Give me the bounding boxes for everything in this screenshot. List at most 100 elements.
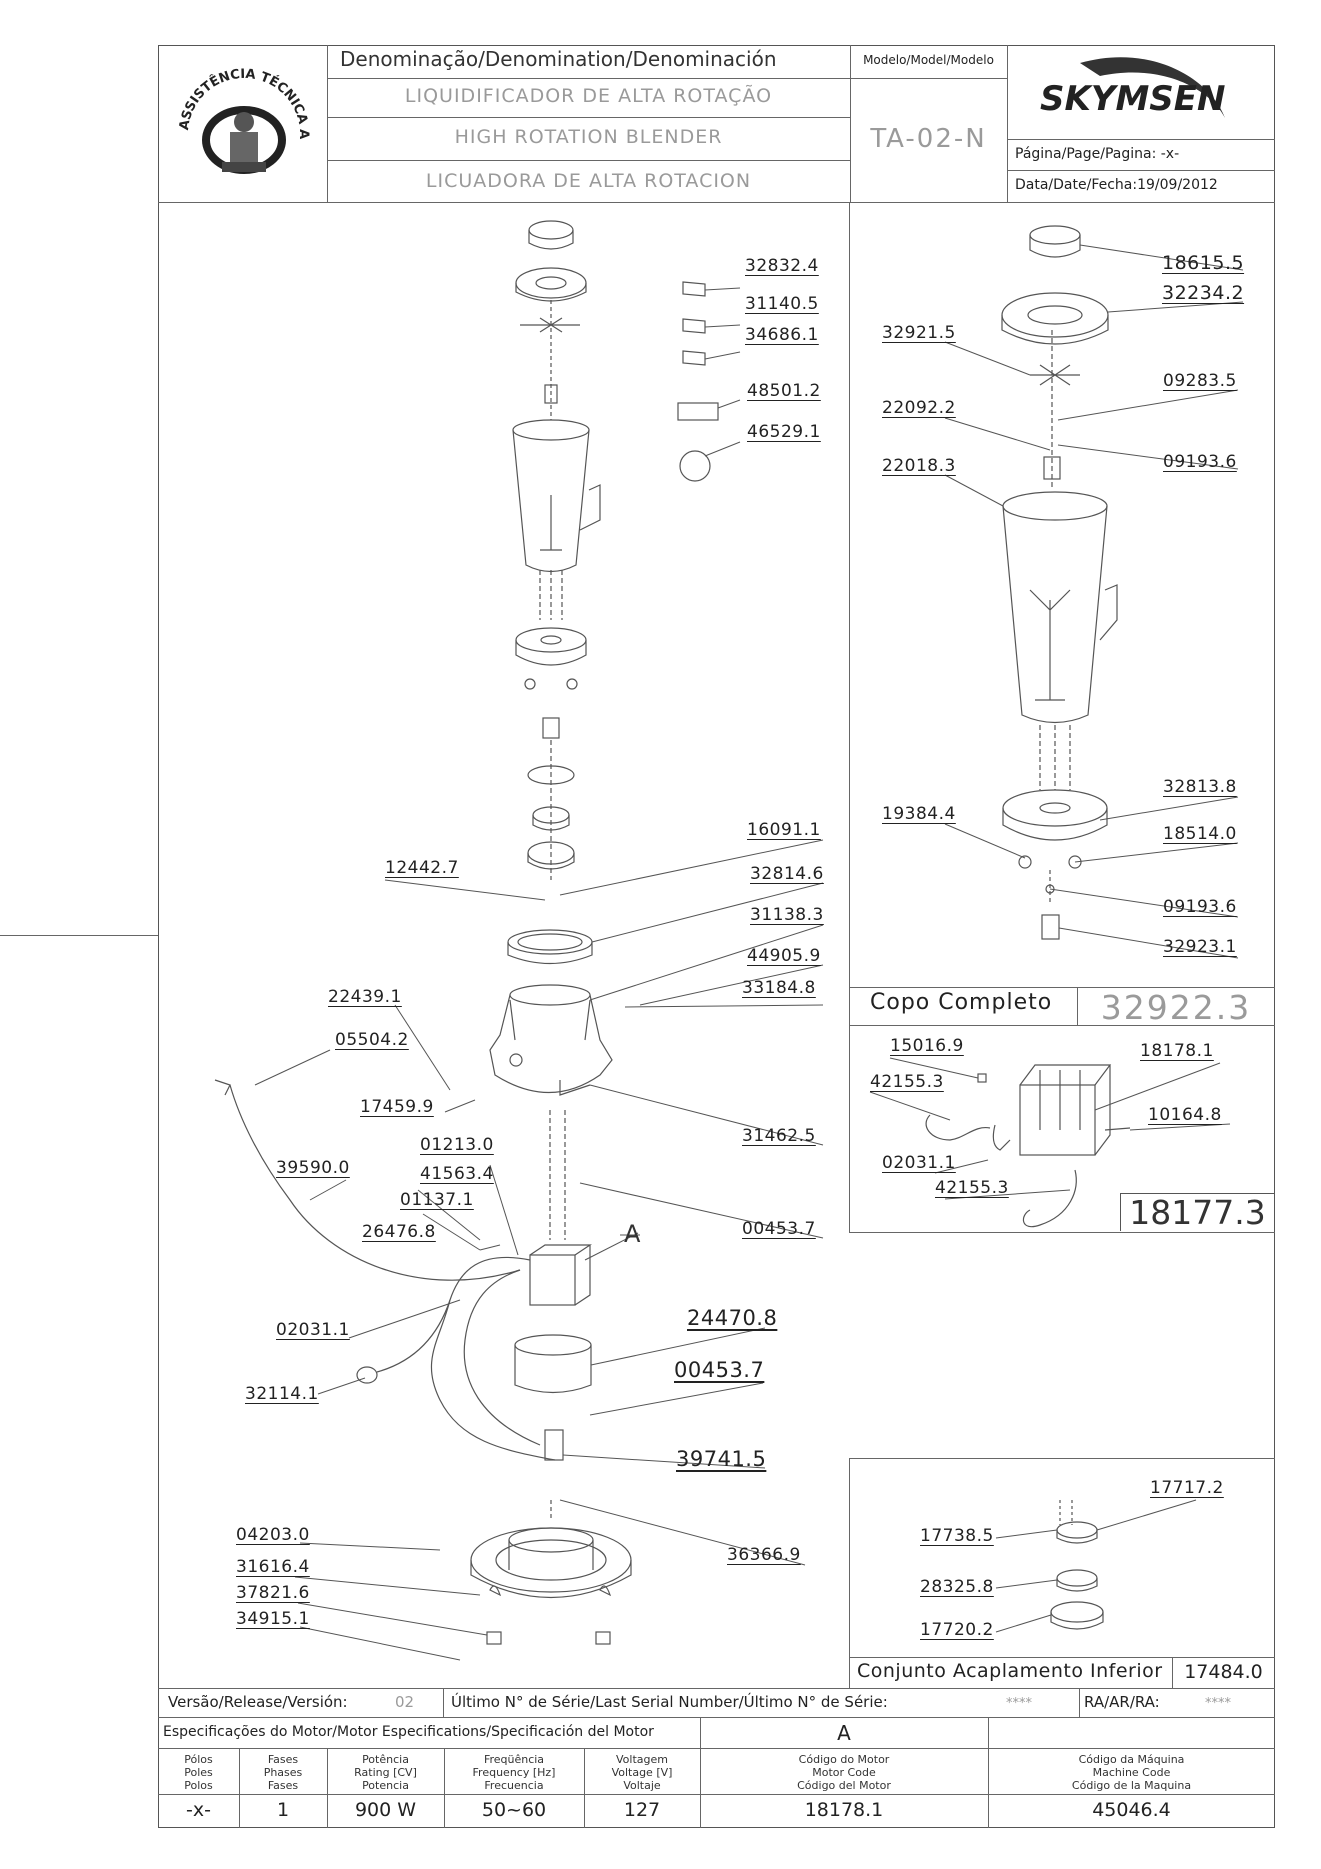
ra-value: **** bbox=[1205, 1696, 1231, 1711]
product-name-es: LICUADORA DE ALTA ROTACION bbox=[425, 170, 752, 192]
part-label: 28325.8 bbox=[920, 1577, 994, 1597]
version-label: Versão/Release/Versión: bbox=[168, 1693, 348, 1711]
model-title: Modelo/Model/Modelo bbox=[863, 53, 994, 67]
housing-top bbox=[489, 929, 613, 1096]
part-label: 10164.8 bbox=[1148, 1105, 1222, 1125]
part-label: 22092.2 bbox=[882, 398, 956, 418]
part-label: 17717.2 bbox=[1150, 1478, 1224, 1498]
part-label: 34915.1 bbox=[236, 1609, 310, 1629]
motor-sleeve bbox=[514, 1334, 592, 1394]
part-label: 31138.3 bbox=[750, 905, 824, 925]
motor-assembly-code: 18177.3 bbox=[1129, 1193, 1266, 1232]
part-label: 32814.6 bbox=[750, 864, 824, 884]
motor-assembly-code-box bbox=[1120, 1193, 1275, 1231]
spec-value-power: 900 W bbox=[354, 1799, 417, 1821]
svg-text:SKYMSEN: SKYMSEN bbox=[1040, 79, 1225, 119]
product-name-en: HIGH ROTATION BLENDER bbox=[454, 126, 723, 148]
part-label: 17738.5 bbox=[920, 1526, 994, 1546]
spec-value-voltage: 127 bbox=[623, 1799, 661, 1821]
part-label: 00453.7 bbox=[674, 1358, 765, 1382]
page-field: Página/Page/Pagina: -x- bbox=[1015, 146, 1180, 162]
part-label: 32114.1 bbox=[245, 1384, 319, 1404]
serial-label: Último N° de Série/Last Serial Number/Úl… bbox=[451, 1693, 888, 1711]
date-field: Data/Date/Fecha:19/09/2012 bbox=[1015, 177, 1218, 193]
brand-logo: SKYMSEN bbox=[1010, 48, 1272, 136]
stickers bbox=[677, 281, 719, 482]
spec-value-motor-code: 18178.1 bbox=[804, 1799, 884, 1821]
part-label: 00453.7 bbox=[742, 1219, 816, 1239]
base-main bbox=[470, 1500, 632, 1645]
blade bbox=[520, 300, 580, 420]
part-label: 18615.5 bbox=[1162, 252, 1245, 274]
part-label: 09193.6 bbox=[1163, 897, 1237, 917]
spec-value-frequency: 50~60 bbox=[481, 1799, 547, 1821]
part-label: 32813.8 bbox=[1163, 777, 1237, 797]
motor-main bbox=[529, 1110, 592, 1306]
cup-assembly-title: Copo Completo bbox=[870, 990, 1053, 1015]
version-value: 02 bbox=[395, 1693, 415, 1711]
part-label: 33184.8 bbox=[742, 978, 816, 998]
part-label: 16091.1 bbox=[747, 820, 821, 840]
part-label: 09193.6 bbox=[1163, 452, 1237, 472]
switch-main bbox=[544, 1429, 564, 1461]
part-label: 12442.7 bbox=[385, 858, 459, 878]
part-label: 31462.5 bbox=[742, 1126, 816, 1146]
part-label: 26476.8 bbox=[362, 1222, 436, 1242]
part-label: 01213.0 bbox=[420, 1135, 494, 1155]
part-label: 36366.9 bbox=[727, 1545, 801, 1565]
ra-label: RA/AR/RA: bbox=[1084, 1693, 1160, 1711]
part-label: 32923.1 bbox=[1163, 937, 1237, 957]
lid-cap bbox=[515, 220, 587, 302]
coupling-main bbox=[527, 765, 575, 870]
part-label: 17720.2 bbox=[920, 1620, 994, 1640]
part-label: 17459.9 bbox=[360, 1097, 434, 1117]
serial-value: **** bbox=[1006, 1696, 1032, 1711]
part-label: 39741.5 bbox=[676, 1447, 767, 1471]
spec-value-poles: -x- bbox=[186, 1799, 211, 1821]
part-label: 32234.2 bbox=[1162, 282, 1245, 304]
part-label: 42155.3 bbox=[870, 1072, 944, 1092]
part-label: 32921.5 bbox=[882, 323, 956, 343]
authorized-service-seal: ASSISTÊNCIA TÉCNICA AUTORIZADA bbox=[160, 41, 322, 197]
part-label: 46529.1 bbox=[747, 422, 821, 442]
part-label: 18514.0 bbox=[1163, 824, 1237, 844]
cup-main bbox=[512, 419, 601, 620]
part-label: 18178.1 bbox=[1140, 1041, 1214, 1061]
part-label: 32832.4 bbox=[745, 256, 819, 276]
motor-spec-title: Especificações do Motor/Motor Especifica… bbox=[163, 1724, 654, 1740]
part-label: 05504.2 bbox=[335, 1030, 409, 1050]
part-label: 04203.0 bbox=[236, 1525, 310, 1545]
part-label: 34686.1 bbox=[745, 325, 819, 345]
part-label: 09283.5 bbox=[1163, 371, 1237, 391]
wiring bbox=[214, 1079, 556, 1461]
motor-ref-marker: A bbox=[624, 1220, 641, 1248]
drawing-sheet bbox=[158, 45, 1275, 1828]
part-label: 41563.4 bbox=[420, 1164, 494, 1184]
part-label: 02031.1 bbox=[882, 1153, 956, 1173]
product-name-pt: LIQUIDIFICADOR DE ALTA ROTAÇÃO bbox=[404, 85, 773, 107]
coupling-assembly-title: Conjunto Acaplamento Inferior bbox=[857, 1660, 1163, 1682]
part-label: 42155.3 bbox=[935, 1178, 1009, 1198]
part-label: 48501.2 bbox=[747, 381, 821, 401]
part-label: 39590.0 bbox=[276, 1158, 350, 1178]
coupling-assembly-code: 17484.0 bbox=[1184, 1661, 1263, 1683]
motor-assembly-drawing bbox=[925, 1064, 1131, 1228]
part-label: 22018.3 bbox=[882, 456, 956, 476]
spec-value-machine-code: 45046.4 bbox=[1092, 1799, 1171, 1821]
part-label: 31140.5 bbox=[745, 294, 819, 314]
sheet-edge-line bbox=[0, 935, 158, 936]
part-label: 15016.9 bbox=[890, 1036, 964, 1056]
denomination-title: Denominação/Denomination/Denominación bbox=[340, 47, 777, 71]
part-label: 37821.6 bbox=[236, 1583, 310, 1603]
part-label: 24470.8 bbox=[687, 1306, 778, 1330]
cup-assembly-code: 32922.3 bbox=[1100, 988, 1252, 1027]
part-label: 02031.1 bbox=[276, 1320, 350, 1340]
cup-assembly-drawing bbox=[1001, 225, 1118, 940]
part-label: 01137.1 bbox=[400, 1190, 474, 1210]
coupling-assembly-drawing bbox=[1050, 1500, 1104, 1630]
